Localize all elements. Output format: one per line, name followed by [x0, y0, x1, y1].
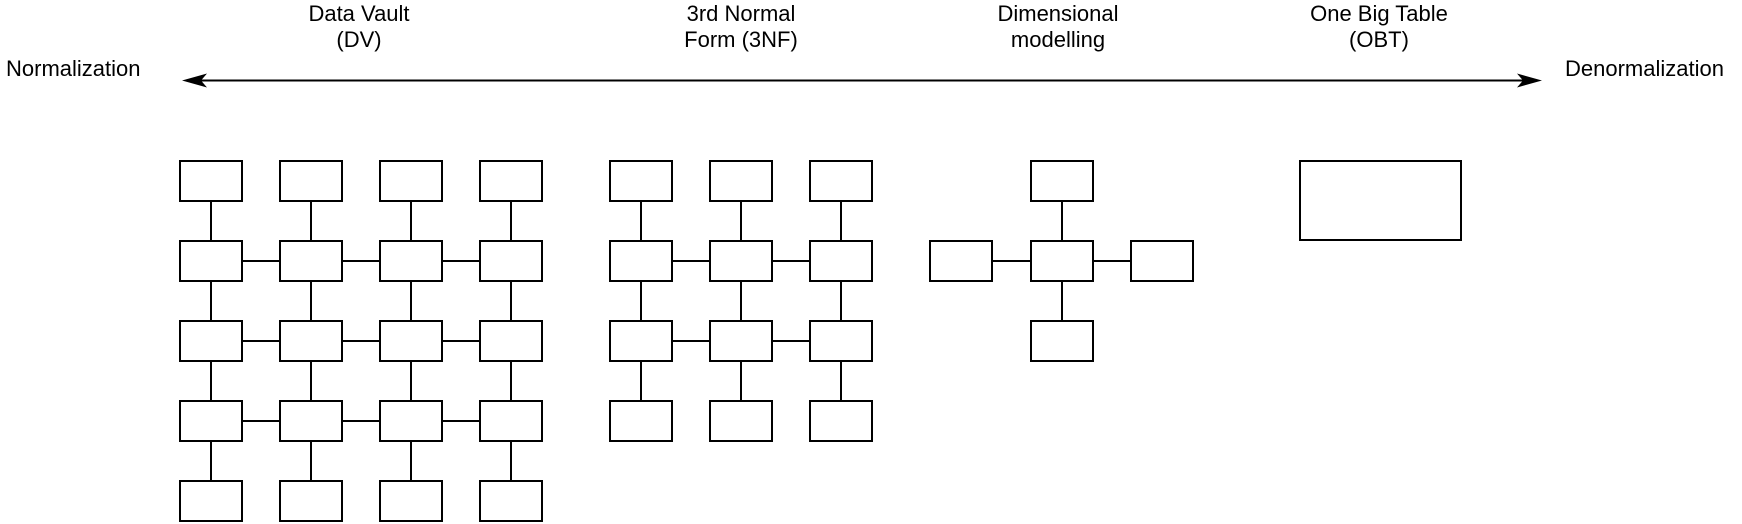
label-dimensional: Dimensional modelling	[997, 1, 1118, 53]
label-line-2: (OBT)	[1349, 27, 1409, 52]
data-vault-schema-table-box	[179, 320, 243, 362]
label-data-vault: Data Vault (DV)	[308, 1, 409, 53]
data-vault-schema-table-box	[279, 160, 343, 202]
data-vault-schema-table-box	[179, 240, 243, 282]
data-vault-schema-table-box	[379, 320, 443, 362]
data-vault-schema-table-box	[479, 160, 543, 202]
label-line-2: Form (3NF)	[684, 27, 798, 52]
arrowhead-left-icon	[182, 73, 207, 88]
3nf-schema-table-box	[609, 400, 673, 442]
label-line-2: modelling	[1010, 27, 1106, 52]
data-vault-schema-table-box	[279, 240, 343, 282]
3nf-schema-table-box	[809, 240, 873, 282]
obt-schema-big-table-box	[1299, 160, 1462, 241]
label-line-1: Data Vault	[308, 1, 410, 26]
label-line-2: (DV)	[336, 27, 382, 52]
label-line-1: One Big Table	[1310, 1, 1448, 26]
dimensional-schema-dimension-box	[1130, 240, 1194, 282]
3nf-schema-table-box	[809, 160, 873, 202]
data-vault-schema-table-box	[479, 400, 543, 442]
dimensional-schema-dimension-box	[1030, 320, 1094, 362]
dimensional-schema-dimension-box	[929, 240, 993, 282]
3nf-schema-table-box	[609, 160, 673, 202]
data-vault-schema-table-box	[379, 240, 443, 282]
data-vault-schema-table-box	[179, 480, 243, 522]
3nf-schema-table-box	[709, 400, 773, 442]
data-vault-schema-table-box	[479, 240, 543, 282]
3nf-schema-table-box	[709, 320, 773, 362]
3nf-schema-table-box	[809, 320, 873, 362]
3nf-schema-table-box	[809, 400, 873, 442]
data-vault-schema-table-box	[279, 400, 343, 442]
data-vault-schema-table-box	[379, 400, 443, 442]
data-vault-schema-table-box	[179, 160, 243, 202]
data-vault-schema-table-box	[279, 480, 343, 522]
data-vault-schema-table-box	[279, 320, 343, 362]
label-line-1: Dimensional	[997, 1, 1119, 26]
denormalization-label: Denormalization	[1565, 56, 1724, 81]
label-line-1: 3rd Normal	[686, 1, 796, 26]
data-vault-schema-table-box	[479, 480, 543, 522]
3nf-schema-table-box	[609, 240, 673, 282]
dimensional-schema-fact-box	[1030, 240, 1094, 282]
label-3nf: 3rd Normal Form (3NF)	[684, 1, 798, 53]
data-vault-schema-table-box	[379, 480, 443, 522]
data-vault-schema-table-box	[379, 160, 443, 202]
normalization-label: Normalization	[6, 56, 141, 81]
arrowhead-right-icon	[1517, 73, 1542, 88]
label-obt: One Big Table (OBT)	[1310, 1, 1448, 53]
dimensional-schema-dimension-box	[1030, 160, 1094, 202]
3nf-schema-table-box	[709, 160, 773, 202]
data-vault-schema-table-box	[179, 400, 243, 442]
3nf-schema-table-box	[709, 240, 773, 282]
data-vault-schema-table-box	[479, 320, 543, 362]
3nf-schema-table-box	[609, 320, 673, 362]
